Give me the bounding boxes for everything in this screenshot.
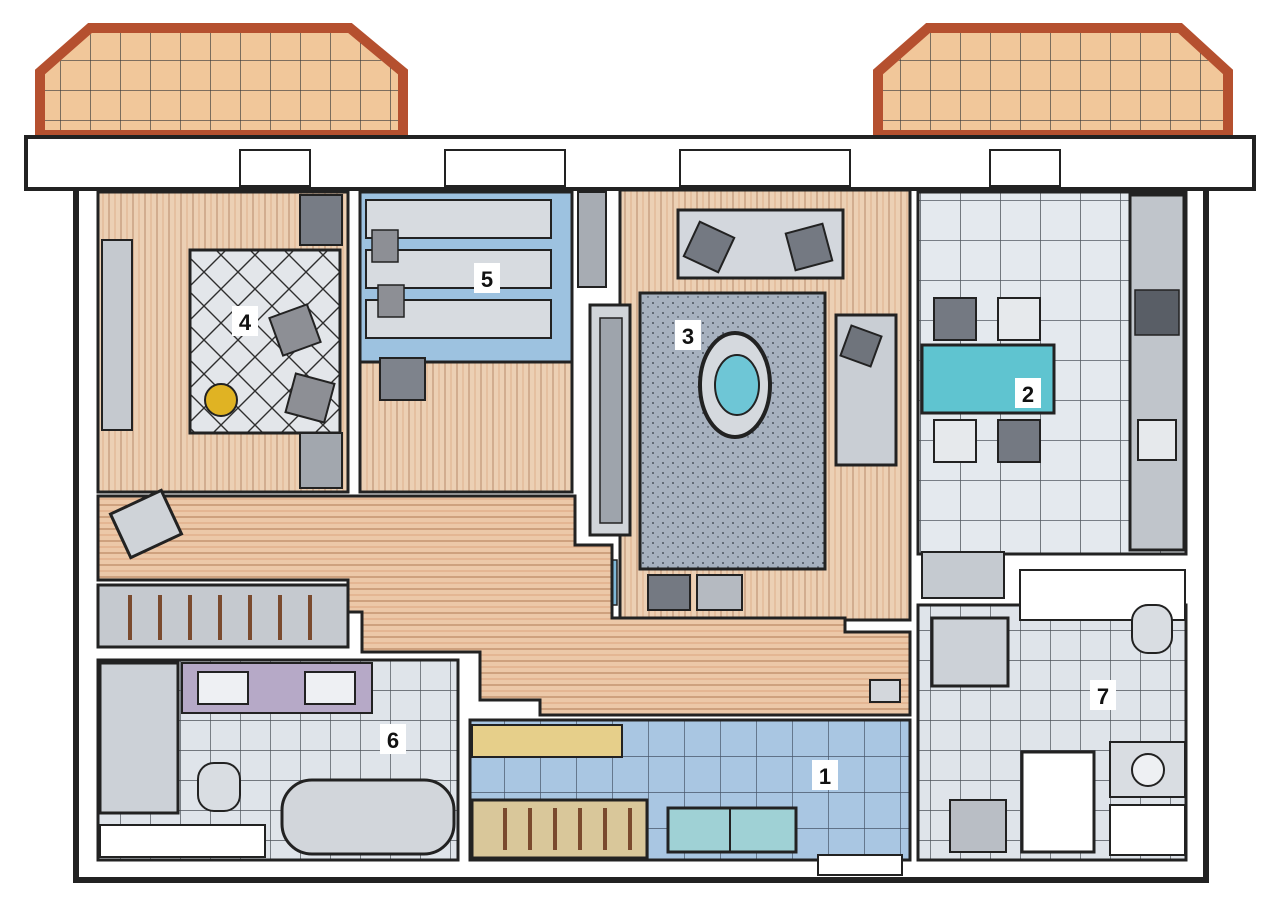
shoe-rack xyxy=(470,798,649,860)
lamp-icon xyxy=(204,383,238,417)
corridor xyxy=(96,488,912,717)
room-bedroom xyxy=(96,190,350,494)
toilet-icon xyxy=(1131,604,1173,654)
room-bath xyxy=(96,658,460,862)
bathtub xyxy=(280,778,456,856)
kitchen-counter xyxy=(1128,193,1186,552)
washbasin-icon xyxy=(304,671,356,705)
room-label-2: 2 xyxy=(1022,382,1034,407)
room-study xyxy=(358,190,607,494)
room-label-7: 7 xyxy=(1097,684,1109,709)
entrance-door xyxy=(817,854,903,876)
room-label-5: 5 xyxy=(481,267,493,292)
room-wc xyxy=(916,569,1188,862)
balcony-right xyxy=(873,23,1233,140)
room-hall xyxy=(468,718,912,876)
room-label-1: 1 xyxy=(819,764,831,789)
shower xyxy=(98,661,180,815)
balcony-left xyxy=(35,23,408,140)
room-living xyxy=(588,188,912,622)
room-label-6: 6 xyxy=(387,728,399,753)
room-labels: 1 2 3 4 5 6 7 xyxy=(232,263,1116,790)
toilet-icon xyxy=(197,762,241,812)
bench xyxy=(666,806,798,854)
room-label-4: 4 xyxy=(239,310,252,335)
hall-wardrobe xyxy=(96,583,350,649)
washbasin-icon xyxy=(197,671,249,705)
room-label-3: 3 xyxy=(682,324,694,349)
wardrobe xyxy=(101,239,133,431)
cooktop-icon xyxy=(1134,289,1180,336)
room-kitchen xyxy=(916,190,1188,599)
sink-icon xyxy=(1137,419,1177,461)
